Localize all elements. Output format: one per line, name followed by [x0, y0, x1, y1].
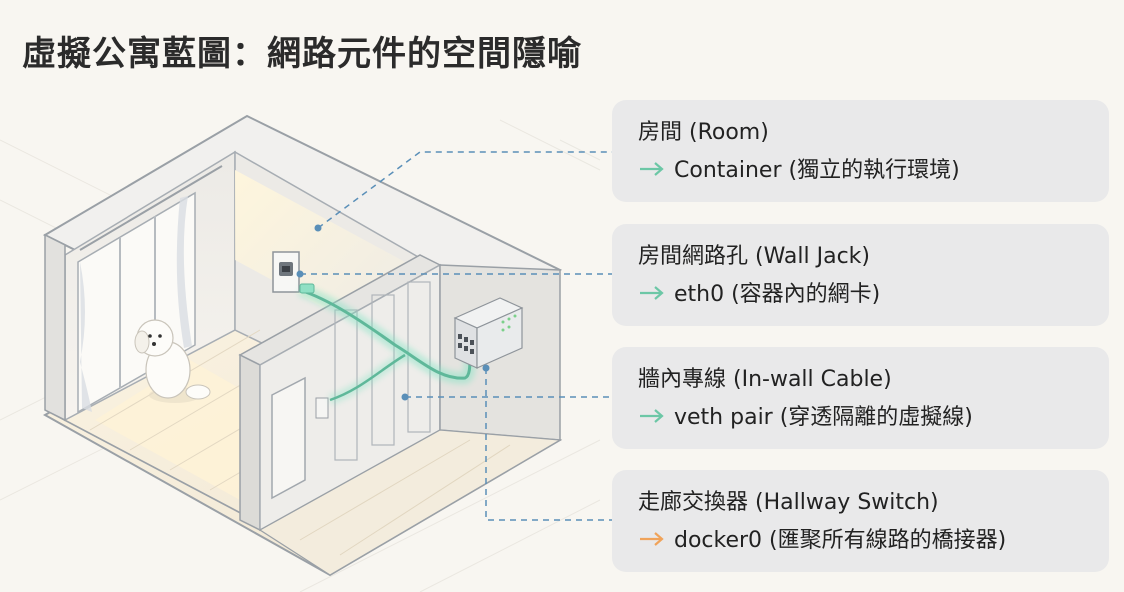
arrow-right-green-icon [640, 286, 664, 300]
in-wall-cable [298, 283, 476, 405]
arrow-right-green-icon [640, 162, 664, 176]
mapping-desc: Container (獨立的執行環境) [674, 158, 960, 183]
mapping-title: 走廊交換器 (Hallway Switch) [638, 490, 939, 515]
leader-line-room [317, 151, 612, 229]
leader-dots [296, 224, 490, 401]
dog-figure [134, 319, 211, 403]
arrow-right-orange-icon [640, 532, 664, 546]
mapping-desc: docker0 (匯聚所有線路的橋接器) [674, 528, 1007, 553]
arrow-right-green-icon [640, 409, 664, 423]
mapping-title: 房間 (Room) [638, 120, 769, 145]
mapping-card-in-wall-cable: 牆內專線 (In-wall Cable) veth pair (穿透隔離的虛擬線… [612, 347, 1109, 449]
mapping-card-room: 房間 (Room) Container (獨立的執行環境) [612, 100, 1109, 202]
mapping-card-hallway-switch: 走廊交換器 (Hallway Switch) docker0 (匯聚所有線路的橋… [612, 470, 1109, 572]
leader-line-switch [485, 368, 612, 521]
leader-lines [300, 151, 612, 521]
mapping-desc: eth0 (容器內的網卡) [674, 282, 881, 307]
mapping-desc: veth pair (穿透隔離的虛擬線) [674, 405, 973, 430]
wall-jack-icon [272, 251, 300, 293]
hallway-switch-icon [453, 297, 524, 369]
page-title: 虛擬公寓藍圖：網路元件的空間隱喻 [22, 34, 582, 74]
mapping-title: 牆內專線 (In-wall Cable) [638, 367, 892, 392]
mapping-title: 房間網路孔 (Wall Jack) [638, 244, 871, 269]
mapping-card-wall-jack: 房間網路孔 (Wall Jack) eth0 (容器內的網卡) [612, 224, 1109, 326]
